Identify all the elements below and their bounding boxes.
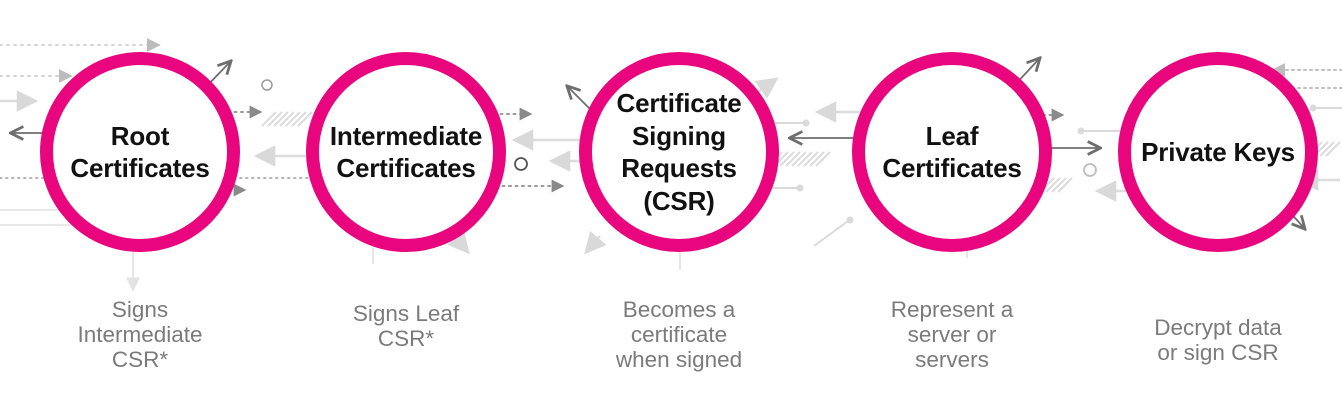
node-caption: Signs Intermediate CSR* <box>77 297 203 372</box>
node-intermediate-certificates: Intermediate Certificates Signs Leaf CSR… <box>306 52 506 351</box>
root-certificates-circle: Root Certificates <box>40 52 240 252</box>
leaf-certificates-circle: Leaf Certificates <box>852 52 1052 252</box>
intermediate-certificates-circle: Intermediate Certificates <box>306 52 506 252</box>
node-label: Root Certificates <box>70 120 210 184</box>
node-label: Private Keys <box>1141 136 1295 167</box>
decor-small-circles <box>261 79 1097 177</box>
node-caption: Decrypt data or sign CSR <box>1154 315 1282 365</box>
node-leaf-certificates: Leaf Certificates Represent a server or … <box>852 52 1052 371</box>
private-keys-circle: Private Keys <box>1118 52 1318 252</box>
node-caption: Becomes a certificate when signed <box>615 297 743 372</box>
node-label: Intermediate Certificates <box>329 120 483 184</box>
node-certificate-signing-requests: Certificate Signing Requests (CSR) Becom… <box>579 52 779 371</box>
node-label: Leaf Certificates <box>882 120 1022 184</box>
node-caption: Signs Leaf CSR* <box>352 301 460 351</box>
node-private-keys: Private Keys Decrypt data or sign CSR <box>1118 52 1318 365</box>
certificate-signing-requests-circle: Certificate Signing Requests (CSR) <box>579 52 779 252</box>
node-label: Certificate Signing Requests (CSR) <box>616 88 742 216</box>
node-caption: Represent a server or servers <box>890 297 1014 372</box>
node-root-certificates: Root Certificates Signs Intermediate CSR… <box>40 52 240 371</box>
